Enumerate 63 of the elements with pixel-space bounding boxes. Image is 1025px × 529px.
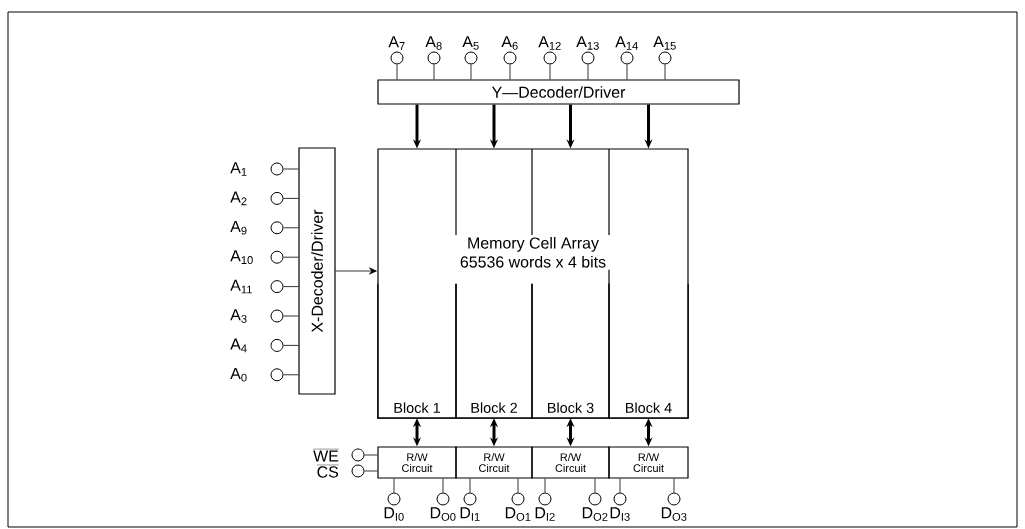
pin-label: D$_{O0}$	[430, 507, 456, 521]
pin-label: A$_{6}$	[501, 36, 518, 50]
pin-label: WE	[312, 448, 339, 462]
pin-label: A$_{14}$	[615, 36, 638, 50]
pin-label: D$_{I3}$	[610, 507, 630, 521]
pin-label: A$_{13}$	[576, 36, 599, 50]
connector-line	[517, 478, 519, 493]
connector-line	[283, 315, 299, 317]
pin-label: D$_{I1}$	[460, 507, 480, 521]
block-column: Block 4	[608, 283, 689, 419]
connector-line	[442, 478, 444, 493]
rw-circuit-box: R/W Circuit	[531, 446, 610, 479]
block-column: Block 1	[377, 283, 457, 419]
pin-label: A$_{4}$	[230, 338, 247, 353]
connector-line	[283, 198, 299, 199]
connector-line	[283, 168, 299, 170]
connector-line	[433, 64, 435, 80]
connector-line	[283, 345, 299, 346]
connector-line	[364, 454, 378, 456]
connector-line	[283, 227, 299, 229]
pin-label: A$_{10}$	[230, 250, 253, 264]
pin-label: A$_{8}$	[425, 36, 442, 50]
connector-line	[509, 64, 511, 80]
connector-line	[283, 374, 299, 376]
pin-label: A$_{12}$	[538, 36, 561, 50]
pin-label: A$_{0}$	[230, 367, 247, 382]
block-column: Block 3	[531, 283, 610, 419]
pin-label: D$_{I0}$	[384, 507, 404, 521]
connector-line	[283, 286, 299, 287]
rw-circuit-box: R/W Circuit	[455, 446, 533, 479]
pin-label: A$_{9}$	[230, 220, 247, 235]
connector-line	[396, 64, 398, 80]
pin-label: A$_{3}$	[230, 309, 247, 323]
pin-label: A$_{15}$	[653, 36, 676, 50]
pin-label: A$_{2}$	[230, 191, 247, 206]
connector-line	[619, 478, 621, 493]
connector-line	[673, 478, 675, 493]
connector-line	[587, 64, 589, 80]
pin-label: D$_{O2}$	[582, 507, 608, 521]
decoder-box: X-Decoder/Driver	[298, 147, 336, 395]
connector-line	[469, 478, 471, 493]
pin-label: CS	[316, 464, 339, 478]
decoder-box: Y—Decoder/Driver	[377, 79, 740, 105]
pin-label: D$_{O3}$	[661, 507, 687, 521]
pin-label: D$_{O1}$	[505, 507, 531, 521]
arrow	[335, 267, 377, 275]
connector-line	[594, 478, 596, 493]
pin-label: A$_{1}$	[230, 162, 247, 176]
connector-line	[364, 470, 378, 472]
block-column: Block 2	[455, 283, 533, 419]
rw-circuit-box: R/W Circuit	[608, 446, 689, 479]
connector-line	[626, 64, 628, 80]
connector-line	[544, 478, 546, 493]
pin-label: A$_{5}$	[462, 36, 479, 50]
rw-circuit-box: R/W Circuit	[377, 446, 457, 479]
connector-line	[664, 64, 666, 80]
pin-label: A$_{7}$	[388, 36, 405, 50]
pin-label: D$_{I2}$	[535, 507, 555, 521]
connector-line	[283, 256, 299, 258]
connector-line	[470, 64, 472, 80]
pin-label: A$_{11}$	[230, 279, 252, 294]
connector-line	[393, 478, 395, 493]
connector-line	[549, 64, 551, 80]
